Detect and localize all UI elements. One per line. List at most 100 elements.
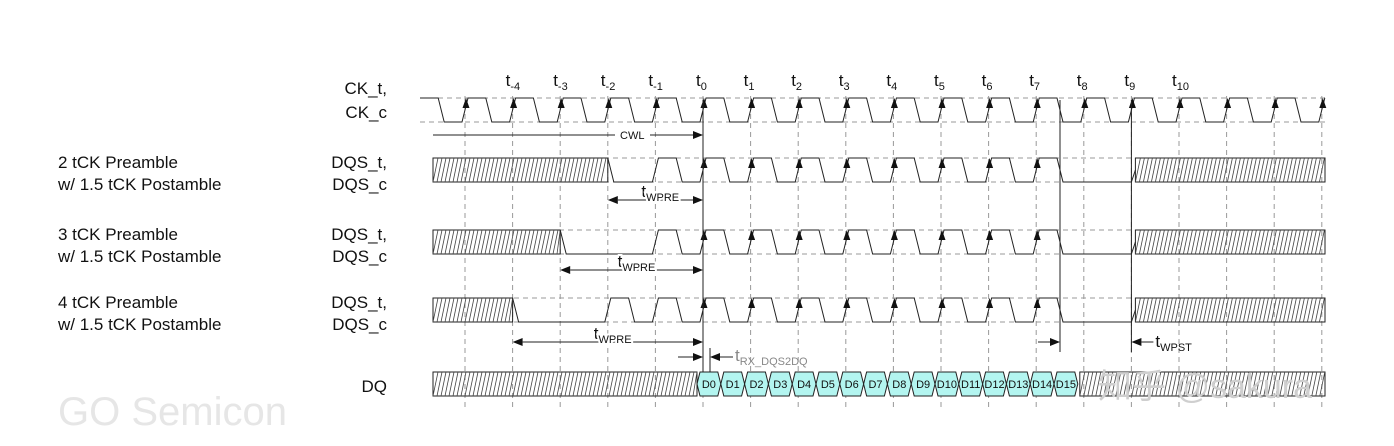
dq-hatch-after-stroke — [1299, 371, 1306, 397]
edge-label-t8-base: t — [1077, 71, 1082, 90]
trx-label-base: t — [735, 346, 740, 365]
dqs-hatch-postamble-stroke — [1259, 157, 1265, 183]
dqs-hatch-postamble-stroke — [1219, 297, 1225, 323]
dq-hatch-after-stroke — [1163, 371, 1170, 397]
row-title-0: 2 tCK Preamble — [58, 153, 178, 172]
dq-hatch-after-stroke — [1259, 371, 1266, 397]
dqs-hatch-postamble-stroke — [1251, 229, 1257, 255]
dqs-rising-edge-arrow-icon — [1033, 298, 1041, 308]
edge-label-t-2-sub: -2 — [606, 81, 616, 93]
dq-hatch-after-stroke — [1123, 371, 1130, 397]
dqs-hatch-postamble-stroke — [1259, 229, 1265, 255]
dq-cell-label-D9: D9 — [916, 379, 930, 391]
dqs-hatch-preamble-stroke — [512, 157, 519, 183]
dqs-hatch-preamble-stroke — [488, 229, 495, 255]
dq-hatch-before-stroke — [668, 371, 675, 397]
ck-rising-edge-arrow-icon — [1128, 98, 1136, 108]
twpre-label-base: t — [594, 324, 599, 343]
dq-hatch-before-stroke — [672, 371, 679, 397]
dq-hatch-before-stroke — [476, 371, 483, 397]
dq-hatch-after-stroke — [1131, 371, 1138, 397]
twpre-label: tWPRE — [618, 252, 656, 274]
dqs-hatch-postamble-stroke — [1147, 229, 1153, 255]
dq-hatch-after-stroke — [1231, 371, 1238, 397]
dqs-hatch-preamble-stroke — [432, 229, 439, 255]
dq-hatch-before-stroke — [440, 371, 447, 397]
dq-hatch-after-stroke — [1295, 371, 1302, 397]
dqs-hatch-postamble-stroke — [1307, 229, 1313, 255]
dqs-hatch-postamble-stroke — [1311, 157, 1317, 183]
row-title-2: 4 tCK Preamble — [58, 293, 178, 312]
edge-label-t3-sub: 3 — [844, 81, 850, 93]
dqs-rising-edge-arrow-icon — [700, 230, 708, 240]
dq-hatch-before-stroke — [644, 371, 651, 397]
dqs-hatch-preamble-stroke — [440, 229, 447, 255]
dq-hatch-before-stroke — [456, 371, 463, 397]
dq-hatch-after-stroke — [1291, 371, 1298, 397]
dq-hatch-before-stroke — [444, 371, 451, 397]
dq-hatch-after-stroke — [1263, 371, 1270, 397]
dqs-hatch-preamble-stroke — [444, 229, 451, 255]
edge-label-t-4-base: t — [506, 71, 511, 90]
dq-hatch-before-stroke — [676, 371, 683, 397]
dqs-rising-edge-arrow-icon — [700, 298, 708, 308]
dqs-hatch-postamble-stroke — [1255, 157, 1261, 183]
dq-hatch-before-stroke — [492, 371, 499, 397]
dq-hatch-after-stroke — [1107, 371, 1114, 397]
dqs-hatch-preamble-stroke — [544, 229, 551, 255]
dq-hatch-before-stroke — [680, 371, 687, 397]
dqs-label-2: DQS_c — [332, 315, 387, 334]
dqs-hatch-postamble-stroke — [1211, 297, 1217, 323]
dqs-hatch-postamble-stroke — [1167, 229, 1173, 255]
dqs-rising-edge-arrow-icon — [795, 230, 803, 240]
dq-hatch-after-stroke — [1219, 371, 1226, 397]
dqs-hatch-postamble-stroke — [1231, 297, 1237, 323]
dqs-hatch-postamble-stroke — [1175, 157, 1181, 183]
dqs-rising-edge-arrow-icon — [1033, 158, 1041, 168]
dq-hatch-after-stroke — [1307, 371, 1314, 397]
dq-hatch-before-stroke — [664, 371, 671, 397]
dqs-hatch-postamble-stroke — [1319, 157, 1325, 183]
dqs-hatch-preamble-stroke — [588, 157, 595, 183]
arrow-right-icon — [693, 131, 703, 139]
dqs-rising-edge-arrow-icon — [986, 298, 994, 308]
dqs-hatch-postamble-stroke — [1147, 297, 1153, 323]
dqs-hatch-preamble-stroke — [540, 157, 547, 183]
dqs-hatch-postamble-stroke — [1251, 157, 1257, 183]
dq-hatch-before-stroke — [540, 371, 547, 397]
dqs-hatch-postamble-stroke — [1191, 297, 1197, 323]
arrow-left-icon — [560, 266, 571, 274]
dqs-hatch-preamble-stroke — [528, 229, 535, 255]
dq-hatch-before-stroke — [488, 371, 495, 397]
dqs-hatch-preamble-stroke — [452, 297, 459, 323]
dq-label: DQ — [362, 377, 388, 396]
dq-hatch-before-stroke — [512, 371, 519, 397]
dq-hatch-before-stroke — [656, 371, 663, 397]
ck-rising-edge-arrow-icon — [1271, 98, 1279, 108]
dqs-hatch-postamble-stroke — [1223, 157, 1229, 183]
dqs-hatch-preamble-stroke — [548, 229, 555, 255]
dqs-hatch-preamble-stroke — [568, 157, 575, 183]
dqs-hatch-postamble-stroke — [1139, 297, 1145, 323]
dqs-hatch-preamble-stroke — [460, 157, 467, 183]
dqs-hatch-postamble-stroke — [1279, 297, 1285, 323]
dq-hatch-before-stroke — [576, 371, 583, 397]
dqs-hatch-preamble-stroke — [492, 157, 499, 183]
dqs-rising-edge-arrow-icon — [890, 158, 898, 168]
dq-hatch-after-stroke — [1239, 371, 1246, 397]
dqs-hatch-postamble-stroke — [1287, 157, 1293, 183]
dq-hatch-after-stroke — [1079, 371, 1086, 397]
dq-hatch-before-stroke — [508, 371, 515, 397]
dqs-hatch-preamble-stroke — [540, 229, 547, 255]
edge-label-t10-base: t — [1172, 71, 1177, 90]
dq-hatch-before-stroke — [564, 371, 571, 397]
ck-rising-edge-arrow-icon — [557, 98, 565, 108]
dqs-hatch-postamble-stroke — [1259, 297, 1265, 323]
dqs-hatch-preamble-stroke — [508, 157, 515, 183]
row-subtitle-2: w/ 1.5 tCK Postamble — [57, 315, 221, 334]
dqs-hatch-postamble-stroke — [1239, 157, 1245, 183]
dqs-hatch-preamble-stroke — [468, 157, 475, 183]
twpre-label-sub: WPRE — [622, 262, 655, 274]
dq-hatch-before-stroke — [544, 371, 551, 397]
dqs-hatch-preamble-stroke — [560, 157, 567, 183]
